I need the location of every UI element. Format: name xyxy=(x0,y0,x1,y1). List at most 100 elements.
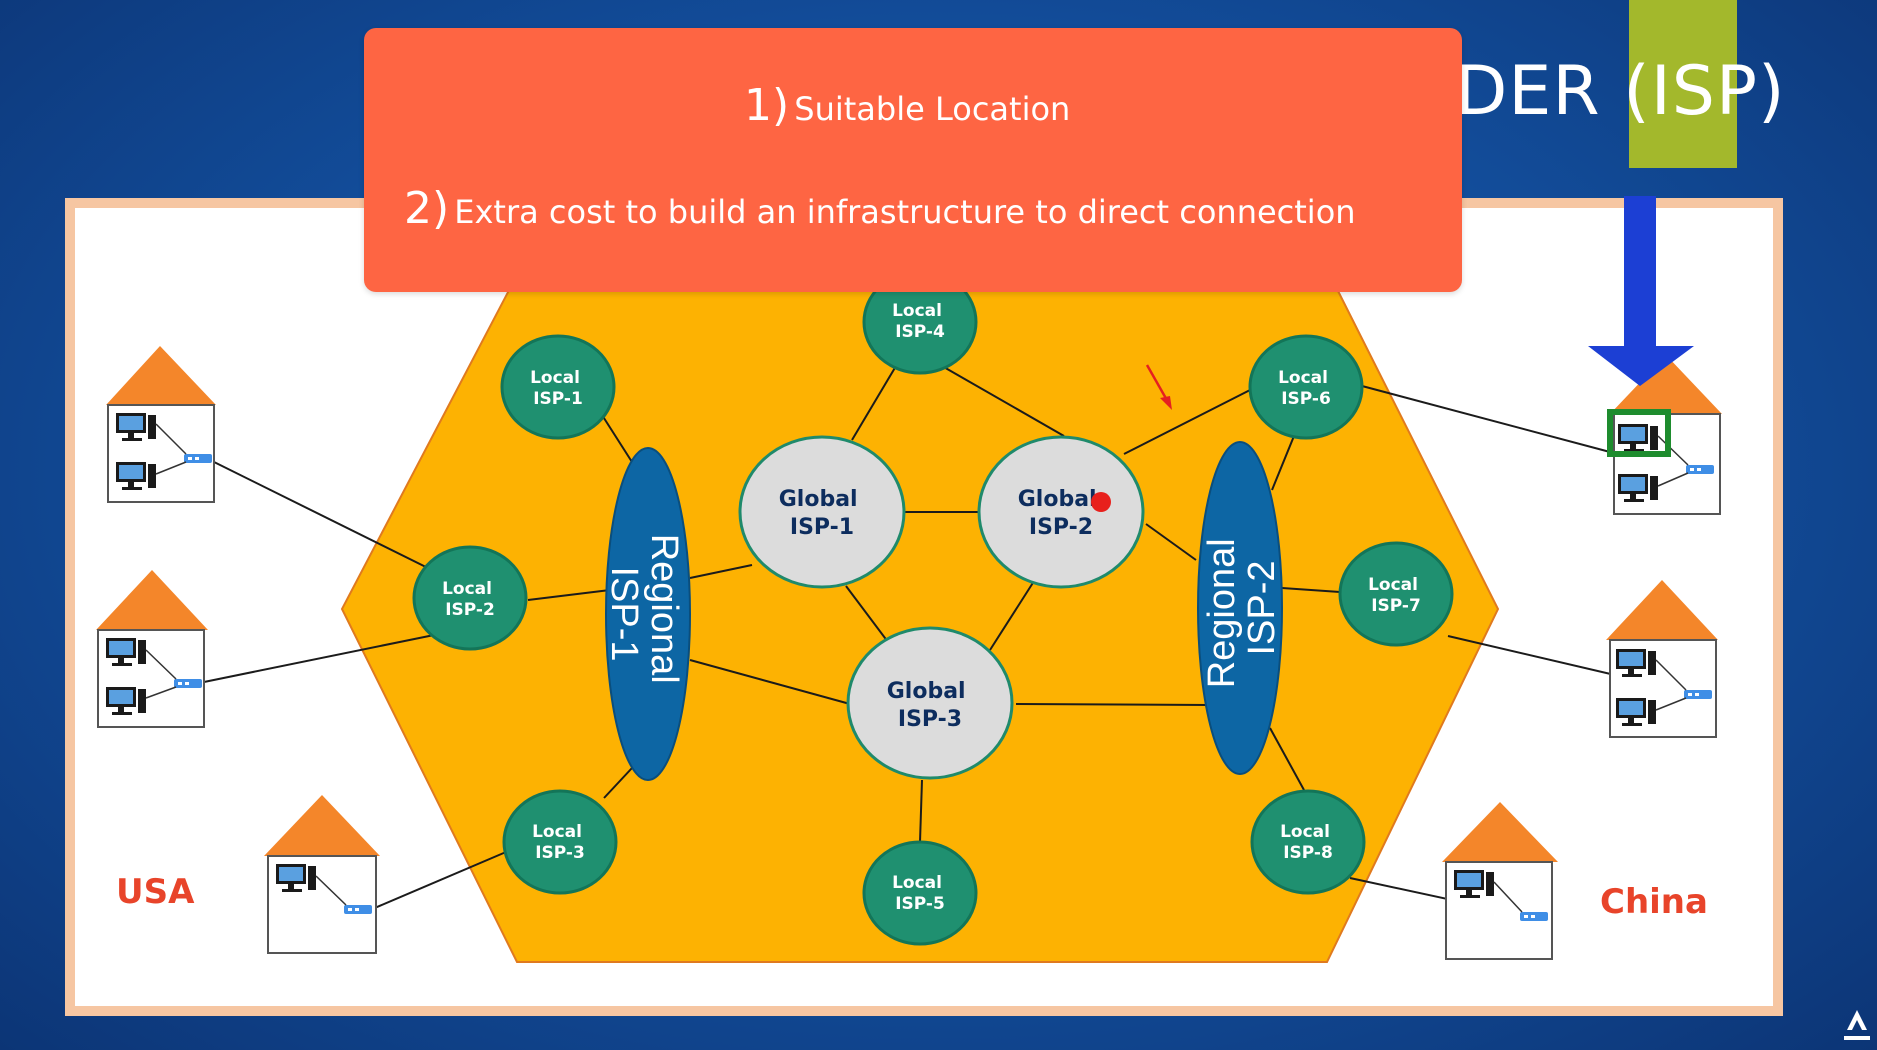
link-global3-regional2 xyxy=(1015,703,1211,706)
local-isp-5: Local ISP-5 xyxy=(862,840,978,946)
local-isp-7-shape xyxy=(1338,541,1454,647)
local-isp-5-label: Local ISP-5 xyxy=(892,873,948,914)
local-isp-8: Local ISP-8 xyxy=(1250,789,1366,895)
usa-house-2 xyxy=(96,570,208,728)
link-regional2-local8 xyxy=(1269,727,1305,791)
link-global2-local6 xyxy=(1123,387,1255,455)
down-arrow xyxy=(1588,196,1694,386)
red-pointer-line xyxy=(1145,364,1170,403)
local-isp-3-line2: ISP-3 xyxy=(535,843,585,863)
house-roof xyxy=(264,795,380,856)
regional-isp-1-shape xyxy=(605,447,691,781)
local-isp-3: Local ISP-3 xyxy=(502,789,618,895)
link-global2-regional2 xyxy=(1145,523,1197,561)
local-isp-5-line1: Local xyxy=(892,873,942,893)
link-regional1-global1 xyxy=(689,564,753,579)
callout-point-2: 2) Extra cost to build an infrastructure… xyxy=(404,183,1356,234)
local-isp-5-line2: ISP-5 xyxy=(895,894,945,914)
china-house-2 xyxy=(1606,580,1718,738)
house-roof xyxy=(1442,802,1558,862)
link-local2-regional1 xyxy=(527,589,611,601)
router-icon xyxy=(174,679,202,688)
local-isp-3-label: Local ISP-3 xyxy=(532,822,588,863)
local-isp-7-line1: Local xyxy=(1368,575,1418,595)
link-local6-china-house1 xyxy=(1361,385,1611,453)
highlight-box xyxy=(1607,409,1671,457)
regional-isp-2-line2: ISP-2 xyxy=(1241,560,1283,655)
local-isp-8-label: Local ISP-8 xyxy=(1280,822,1336,863)
link-local4-global1 xyxy=(851,365,897,441)
house-roof xyxy=(1610,355,1722,414)
local-isp-3-shape xyxy=(502,789,618,895)
global-isp-3-label: Global ISP-3 xyxy=(887,679,974,732)
link-usa-house1-local2 xyxy=(209,459,441,575)
router-icon xyxy=(1684,690,1712,699)
local-isp-5-shape xyxy=(862,840,978,946)
callout-point-1-number: 1) xyxy=(744,80,790,131)
local-isp-1-label: Local ISP-1 xyxy=(530,368,586,409)
link-local4-global2 xyxy=(941,365,1065,437)
router-icon xyxy=(184,454,212,463)
local-isp-1: Local ISP-1 xyxy=(500,334,616,440)
cursor-dot xyxy=(1091,492,1111,512)
callout-box: 1) Suitable Location 2) Extra cost to bu… xyxy=(364,28,1462,292)
china-label: China xyxy=(1600,882,1708,922)
local-isp-6-line1: Local xyxy=(1278,368,1328,388)
regional-isp-1: Regional ISP-1 xyxy=(603,447,691,781)
global-isp-2-line2: ISP-2 xyxy=(1029,515,1093,540)
local-isp-7: Local ISP-7 xyxy=(1338,541,1454,647)
link-regional1-global3 xyxy=(689,659,851,705)
global-isp-1-line2: ISP-1 xyxy=(790,515,854,540)
local-isp-1-shape xyxy=(500,334,616,440)
global-isp-2: Global ISP-2 xyxy=(977,435,1145,589)
local-isp-4-label: Local ISP-4 xyxy=(892,301,948,342)
callout-point-1-text: Suitable Location xyxy=(794,90,1071,128)
local-isp-1-line2: ISP-1 xyxy=(533,389,583,409)
regional-isp-2: Regional ISP-2 xyxy=(1197,441,1283,775)
local-isp-4: Local ISP-4 xyxy=(862,269,978,375)
global-isp-3-shape xyxy=(846,626,1014,780)
regional-isp-2-label: Regional ISP-2 xyxy=(1201,528,1283,689)
global-isp-3-line1: Global xyxy=(887,679,966,704)
link-global2-global3 xyxy=(989,577,1037,651)
slide-title: DER (ISP) xyxy=(1455,52,1786,131)
local-isp-4-line2: ISP-4 xyxy=(895,322,945,342)
local-isp-7-line2: ISP-7 xyxy=(1371,596,1421,616)
house-roof xyxy=(1606,580,1718,640)
link-regional2-local6 xyxy=(1271,435,1295,491)
local-isp-3-line1: Local xyxy=(532,822,582,842)
local-isp-8-line1: Local xyxy=(1280,822,1330,842)
callout-point-2-number: 2) xyxy=(404,183,450,234)
local-isp-2-shape xyxy=(412,545,528,651)
callout-point-1: 1) Suitable Location xyxy=(744,80,1070,131)
global-isp-3-line2: ISP-3 xyxy=(898,707,962,732)
local-isp-2-label: Local ISP-2 xyxy=(442,579,498,620)
link-global1-global3 xyxy=(845,585,889,643)
local-isp-1-line1: Local xyxy=(530,368,580,388)
global-isp-1: Global ISP-1 xyxy=(738,435,906,589)
global-isp-2-label: Global ISP-2 xyxy=(1018,487,1105,540)
link-local5-global3 xyxy=(919,779,923,843)
local-isp-6-shape xyxy=(1248,334,1364,440)
router-icon xyxy=(1686,465,1714,474)
china-house-3 xyxy=(1442,802,1558,960)
local-isp-2-line2: ISP-2 xyxy=(445,600,495,620)
global-isp-1-line1: Global xyxy=(779,487,858,512)
china-house-1 xyxy=(1607,355,1722,515)
global-isp-2-shape xyxy=(977,435,1145,589)
local-isp-6: Local ISP-6 xyxy=(1248,334,1364,440)
local-isp-8-line2: ISP-8 xyxy=(1283,843,1333,863)
usa-house-1 xyxy=(106,346,216,503)
router-icon xyxy=(344,905,372,914)
global-isp-3: Global ISP-3 xyxy=(846,626,1014,780)
link-local1-regional1 xyxy=(601,414,633,463)
regional-isp-1-label: Regional ISP-1 xyxy=(603,534,685,695)
local-isp-4-line1: Local xyxy=(892,301,942,321)
global-isp-1-shape xyxy=(738,435,906,589)
link-usa-house3-local3 xyxy=(369,851,507,911)
network-links xyxy=(203,365,1697,917)
regional-isp-1-line2: ISP-1 xyxy=(603,566,645,661)
title-accent-bar xyxy=(1629,0,1737,168)
